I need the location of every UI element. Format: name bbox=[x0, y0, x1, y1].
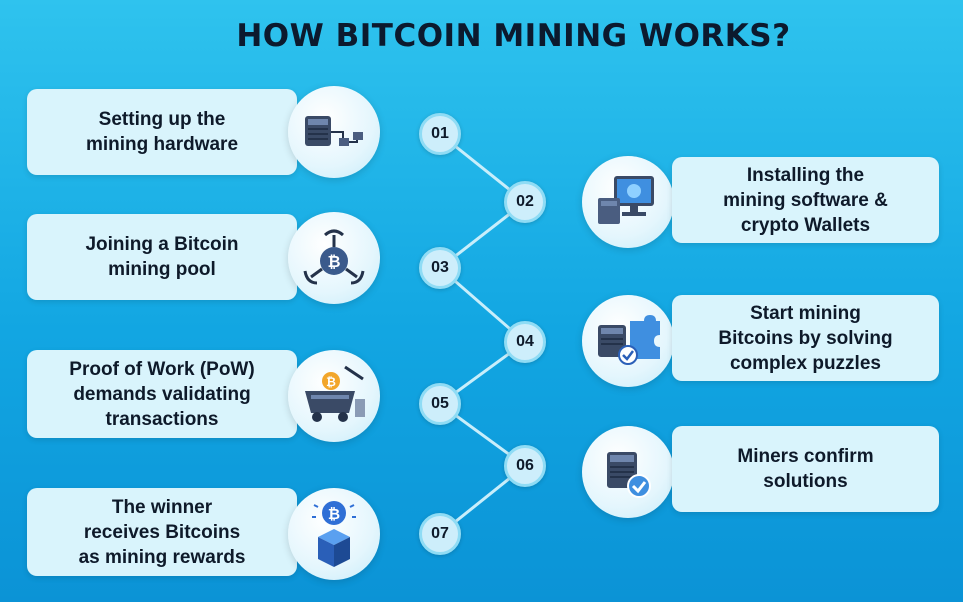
mining-pool-icon: ₿ bbox=[288, 212, 380, 304]
step-number-4: 04 bbox=[504, 321, 546, 363]
computer-wallet-icon bbox=[582, 156, 674, 248]
step-number-2: 02 bbox=[504, 181, 546, 223]
step-label-5: Proof of Work (PoW) demands validating t… bbox=[69, 358, 255, 430]
mine-cart-icon: ₿ bbox=[288, 350, 380, 442]
page-title: HOW BITCOIN MINING WORKS? bbox=[236, 18, 791, 54]
step-label-2: Installing the mining software & crypto … bbox=[723, 164, 888, 236]
bitcoin-reward-icon: ₿ bbox=[288, 488, 380, 580]
svg-text:₿: ₿ bbox=[328, 505, 340, 523]
svg-text:₿: ₿ bbox=[326, 375, 336, 389]
step-number-6: 06 bbox=[504, 445, 546, 487]
step-box-4: Start mining Bitcoins by solving complex… bbox=[672, 295, 939, 381]
step-number-1: 01 bbox=[419, 113, 461, 155]
step-number-3: 03 bbox=[419, 247, 461, 289]
step-label-6: Miners confirm solutions bbox=[737, 446, 874, 492]
svg-text:₿: ₿ bbox=[327, 252, 340, 271]
step-number-7: 07 bbox=[419, 513, 461, 555]
mining-rig-icon bbox=[288, 86, 380, 178]
step-label-3: Joining a Bitcoin mining pool bbox=[85, 234, 239, 280]
step-box-7: The winner receives Bitcoins as mining r… bbox=[27, 488, 297, 576]
step-box-5: Proof of Work (PoW) demands validating t… bbox=[27, 350, 297, 438]
step-box-1: Setting up the mining hardware bbox=[27, 89, 297, 175]
step-label-4: Start mining Bitcoins by solving complex… bbox=[718, 302, 893, 374]
step-number-5: 05 bbox=[419, 383, 461, 425]
confirmed-miner-icon bbox=[582, 426, 674, 518]
step-label-7: The winner receives Bitcoins as mining r… bbox=[78, 496, 246, 568]
puzzle-miner-icon bbox=[582, 295, 674, 387]
step-box-6: Miners confirm solutions bbox=[672, 426, 939, 512]
step-label-1: Setting up the mining hardware bbox=[85, 109, 239, 155]
step-box-3: Joining a Bitcoin mining pool bbox=[27, 214, 297, 300]
step-box-2: Installing the mining software & crypto … bbox=[672, 157, 939, 243]
